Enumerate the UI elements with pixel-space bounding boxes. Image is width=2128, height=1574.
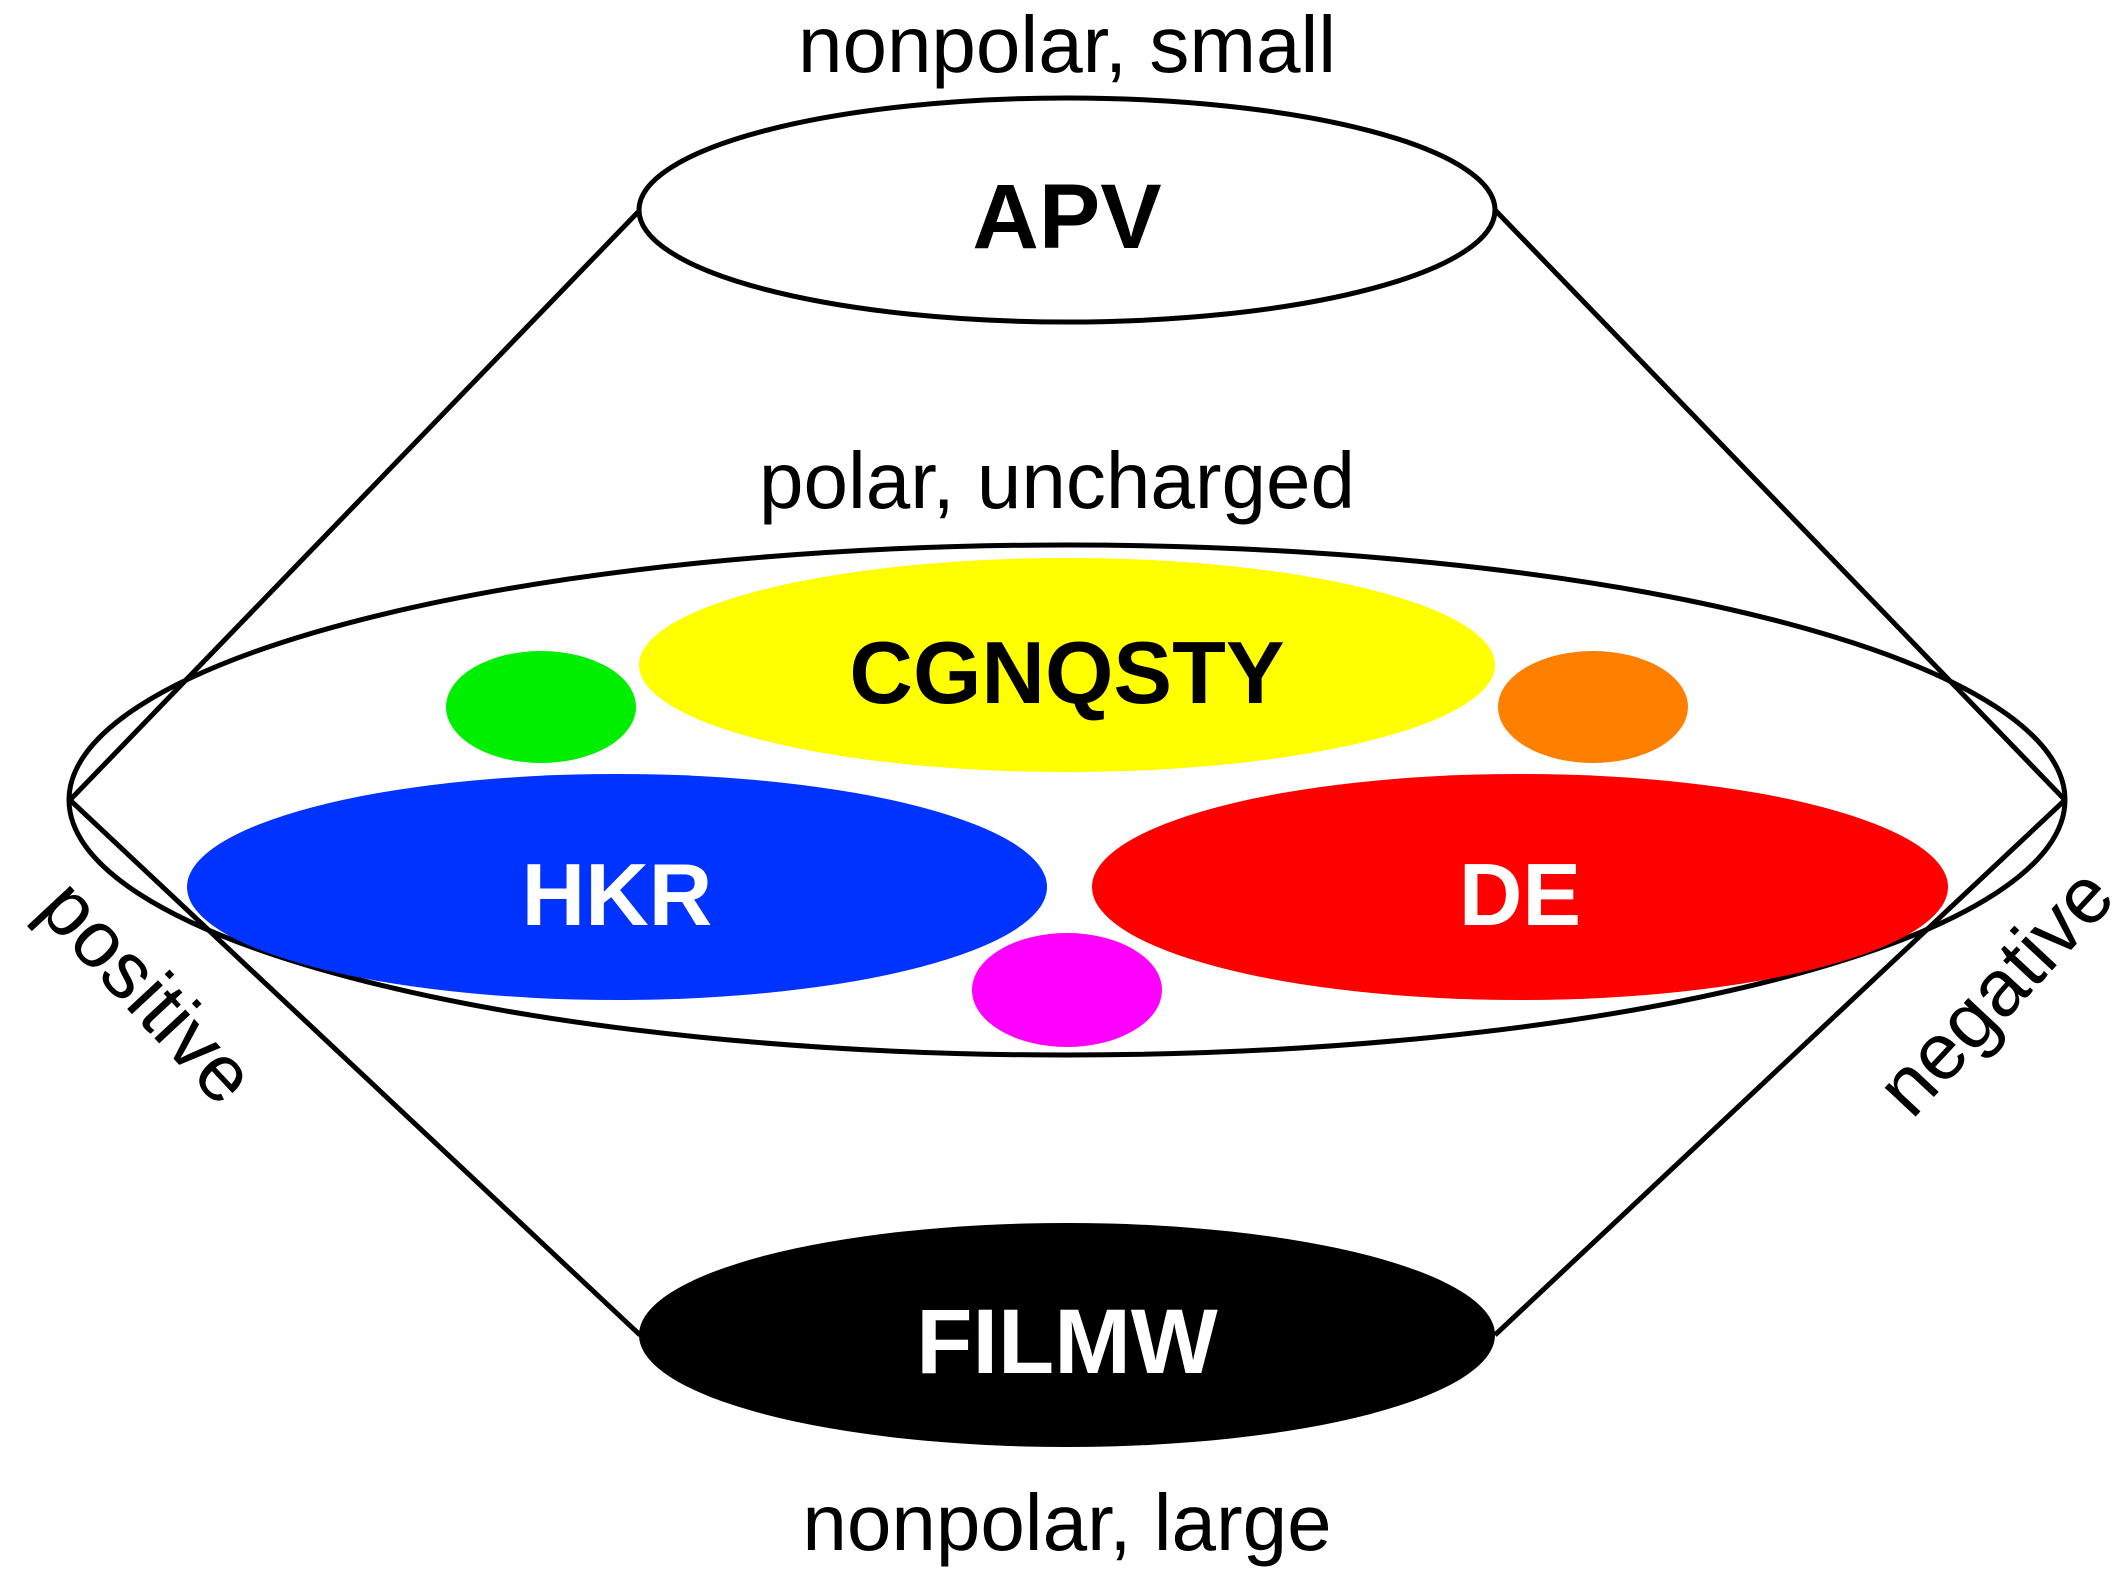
de-group: DE (1092, 774, 1948, 1000)
apv-label: APV (972, 166, 1161, 268)
cgnqsty-group: CGNQSTY (639, 558, 1495, 772)
filmw-group: FILMW (639, 1223, 1495, 1447)
green-ellipse (446, 651, 636, 763)
apv-ellipse (636, 95, 1498, 325)
hkr-label: HKR (522, 845, 713, 944)
filmw-ellipse (639, 1223, 1495, 1447)
upper-left-line (68, 208, 642, 802)
hkr-group: HKR (187, 774, 1047, 1000)
apv-group: APV (636, 95, 1498, 325)
de-ellipse (1092, 774, 1948, 1000)
lower-right-line (1493, 798, 2067, 1337)
de-label: DE (1459, 845, 1581, 944)
bottom-category-label: nonpolar, large (802, 1478, 1331, 1567)
hkr-ellipse (187, 774, 1047, 1000)
magenta-ellipse (972, 933, 1162, 1047)
upper-right-line (1493, 208, 2067, 802)
orange-ellipse (1498, 651, 1688, 763)
top-category-label: nonpolar, small (798, 0, 1336, 89)
polar-uncharged-ellipse (66, 542, 2068, 1058)
filmw-label: FILMW (916, 1291, 1218, 1393)
lower-left-line (68, 798, 642, 1337)
cone-outline (68, 208, 2067, 1337)
cgnqsty-ellipse (639, 558, 1495, 772)
cgnqsty-label: CGNQSTY (849, 623, 1284, 722)
middle-category-label: polar, uncharged (759, 436, 1355, 525)
